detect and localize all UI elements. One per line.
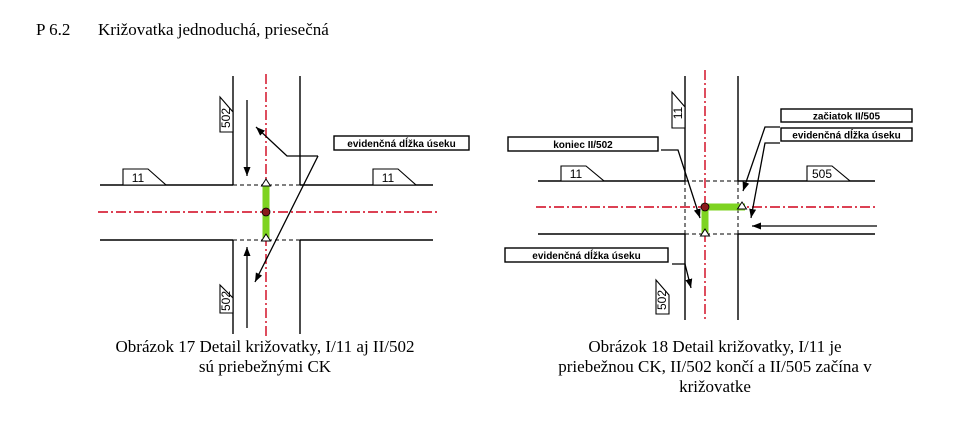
road-edges [100,76,433,334]
road-number-south: 502 [655,290,669,310]
road-number-north: 11 [671,106,685,119]
length-label-left: evidenčná dĺžka úseku [532,248,640,262]
road-signs [560,90,852,315]
figure-18-caption: Obrázok 18 Detail križovatky, I/11 je pr… [490,337,940,397]
road-number-south: 502 [219,291,233,311]
length-label-right-box [780,127,913,142]
section-highlight [701,203,745,234]
node-center [261,207,271,217]
node-markers [699,201,748,237]
junction-boundary [684,180,739,235]
figure-18-caption-line2: priebežnou CK, II/502 končí a II/505 zač… [558,357,872,376]
node-center [700,202,710,212]
section-heading: P 6.2 Križovatka jednoduchá, priesečná [36,20,329,40]
figure-18-caption-line3: križovatke [679,377,751,396]
road-axes [536,70,877,322]
length-label-right: evidenčná dĺžka úseku [792,128,900,142]
length-label-left-box [504,247,669,263]
figure-18-caption-line1: Obrázok 18 Detail križovatky, I/11 je [588,337,842,356]
figure-17-diagram: evidenčná dĺžka úseku 11 11 502 502 [98,74,470,336]
start-label-box [780,108,913,123]
road-number-west: 11 [132,171,145,185]
figure-17-caption-line2: sú priebežnými CK [198,357,332,376]
road-number-west: 11 [570,167,583,181]
end-label-box [507,136,659,152]
road-signs [122,95,418,314]
length-arrows [661,126,780,289]
figure-17-caption: Obrázok 17 Detail križovatky, I/11 aj II… [40,337,490,377]
figure-17-caption-line1: Obrázok 17 Detail križovatky, I/11 aj II… [115,337,415,356]
length-label: evidenčná dĺžka úseku [347,136,455,150]
length-label-box [333,135,470,151]
end-label: koniec II/502 [553,140,613,151]
section-number: P 6.2 [36,20,71,39]
road-number-north: 502 [219,108,233,128]
arrow-head-east [752,222,761,230]
section-title: Križovatka jednoduchá, priesečná [98,20,329,39]
road-number-east: 11 [382,171,395,185]
node-markers [260,178,272,242]
figure-18-diagram: koniec II/502 začiatok II/505 evidenčná … [504,70,913,322]
length-arrows [243,100,319,328]
start-label: začiatok II/505 [813,112,881,123]
road-number-east: 505 [812,167,832,181]
